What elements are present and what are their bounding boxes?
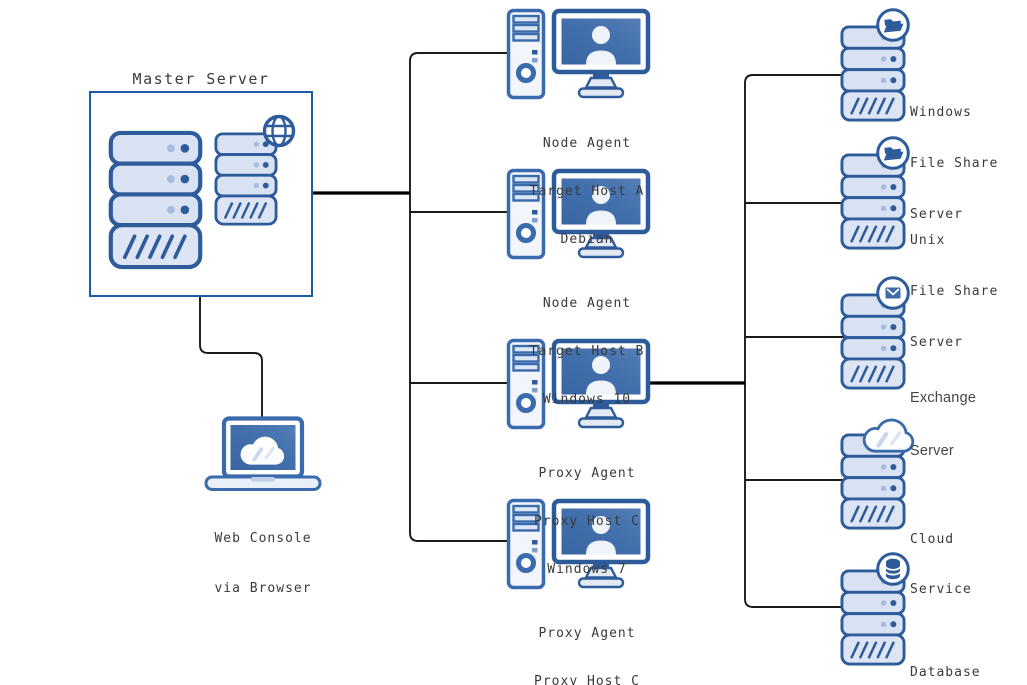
server-label-unix-file-share: Unix File Share Server <box>910 233 999 350</box>
server-label-cloud-service: Cloud Service <box>910 532 972 597</box>
database-badge-icon <box>876 552 910 586</box>
connector-master-to-console <box>199 296 263 418</box>
server-stack-icon <box>108 130 203 270</box>
agent-pc-icon <box>506 8 651 100</box>
cloud-badge-icon <box>862 417 916 455</box>
agent-label-redhat: Proxy Agent Proxy Host C Red Hat <box>534 626 640 685</box>
laptop-icon <box>198 416 328 494</box>
server-label-exchange: Exchange Server <box>910 390 977 459</box>
master-server-title: Master Server <box>132 70 270 88</box>
connector-right-trunk <box>744 74 846 608</box>
agent-label-debian: Node Agent Target Host A Debian <box>529 136 645 247</box>
tower-icon <box>509 11 544 98</box>
server-label-database: Database Server <box>910 665 981 680</box>
agent-label-windows7: Proxy Agent Proxy Host C Windows 7 <box>534 466 640 577</box>
folder-badge-icon <box>876 8 910 42</box>
server-label-windows-file-share: Windows File Share Server <box>910 105 999 222</box>
folder-badge-icon <box>876 136 910 170</box>
agent-label-windows10: Node Agent Target Host B Windows 10 <box>529 296 645 407</box>
monitor-icon <box>554 11 648 97</box>
globe-icon <box>262 114 296 148</box>
web-console-label: Web Console via Browser <box>214 531 312 596</box>
connector-left-trunk <box>409 52 516 542</box>
envelope-badge-icon <box>876 276 910 310</box>
